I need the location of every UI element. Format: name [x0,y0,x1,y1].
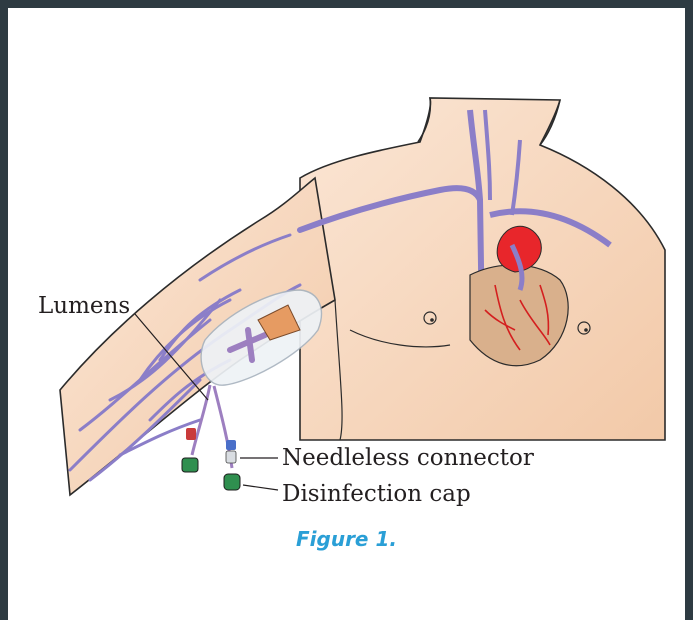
figure-caption: Figure 1. [0,527,693,551]
disinfection-cap-leader-line [243,485,278,490]
label-disinfection-cap: Disinfection cap [282,481,471,507]
lumen-left-clamp [182,428,198,472]
needleless-connector [226,440,236,463]
label-needleless-connector: Needleless connector [282,445,534,471]
disinfection-cap [224,474,240,490]
label-lumens: Lumens [38,293,130,319]
